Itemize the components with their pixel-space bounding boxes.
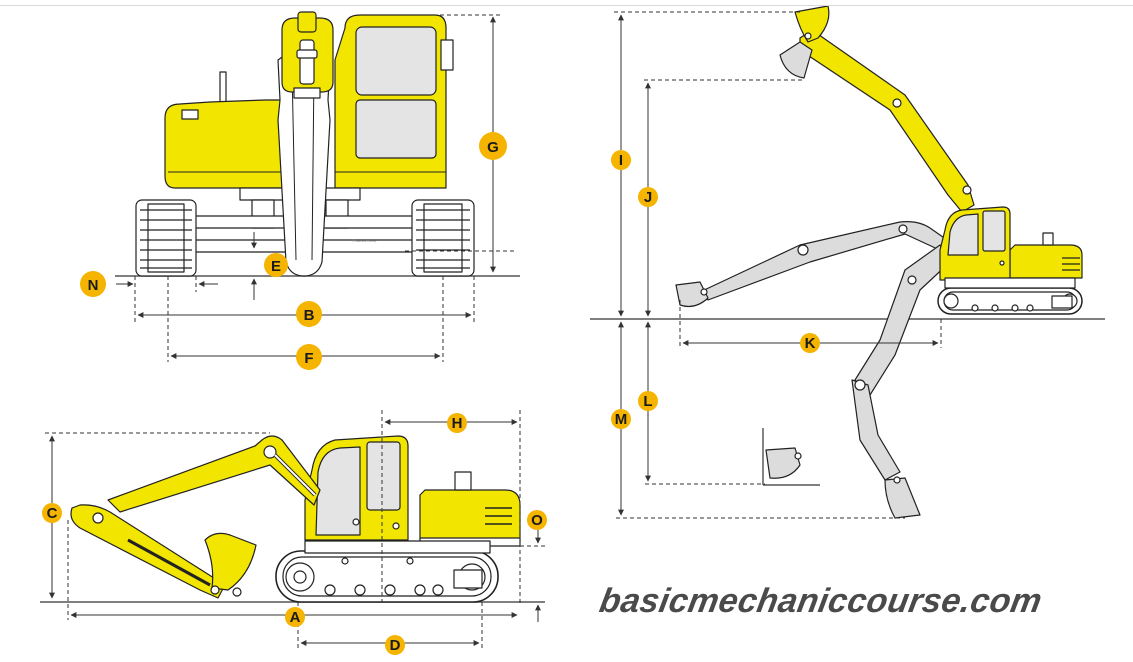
- label-a: A: [285, 607, 305, 627]
- svg-text:© Machine Library: © Machine Library: [352, 239, 377, 243]
- svg-text:D: D: [390, 637, 401, 654]
- svg-text:C: C: [47, 505, 58, 522]
- label-n: N: [80, 271, 106, 297]
- side-track: [275, 540, 499, 603]
- svg-text:H: H: [452, 415, 463, 432]
- svg-text:L: L: [643, 393, 652, 410]
- label-h: H: [447, 413, 467, 433]
- reach-arm-raised: [779, 5, 975, 213]
- label-b: B: [296, 301, 322, 327]
- svg-text:I: I: [619, 152, 623, 169]
- top-rule: [0, 0, 1133, 6]
- svg-text:G: G: [487, 139, 499, 156]
- excavator-front-view-icon: © Machine Library: [115, 11, 520, 277]
- vertical-wall-bucket: [762, 428, 820, 486]
- right-track: [411, 199, 475, 277]
- label-m: M: [611, 409, 631, 429]
- svg-text:E: E: [271, 258, 281, 275]
- excavator-side-view-icon: [40, 435, 545, 603]
- excavator-reach-diagram-icon: [590, 5, 1105, 519]
- reach-arm-horizontal: [675, 221, 951, 308]
- label-l: L: [638, 391, 658, 411]
- svg-text:B: B: [304, 307, 315, 324]
- dimension-labels: A B C D E F G H I J K L M N O: [42, 132, 820, 655]
- label-k: K: [800, 333, 820, 353]
- reach-machine-body: [937, 206, 1083, 315]
- svg-text:M: M: [615, 411, 628, 428]
- svg-text:J: J: [644, 189, 652, 206]
- front-view-dimensions: [116, 14, 515, 362]
- label-d: D: [385, 635, 405, 655]
- left-track: [135, 199, 197, 277]
- label-o: O: [527, 510, 547, 530]
- svg-text:F: F: [304, 350, 313, 367]
- label-e: E: [264, 253, 288, 277]
- svg-text:A: A: [290, 609, 301, 626]
- svg-text:O: O: [531, 512, 543, 529]
- label-g: G: [479, 132, 507, 160]
- svg-text:K: K: [805, 335, 816, 352]
- label-f: F: [296, 344, 322, 370]
- svg-text:N: N: [88, 277, 99, 294]
- reach-arm-deep: [851, 244, 951, 519]
- watermark-text: basicmechaniccourse.com: [596, 582, 1045, 620]
- label-i: I: [611, 150, 631, 170]
- label-j: J: [638, 187, 658, 207]
- label-c: C: [42, 503, 62, 523]
